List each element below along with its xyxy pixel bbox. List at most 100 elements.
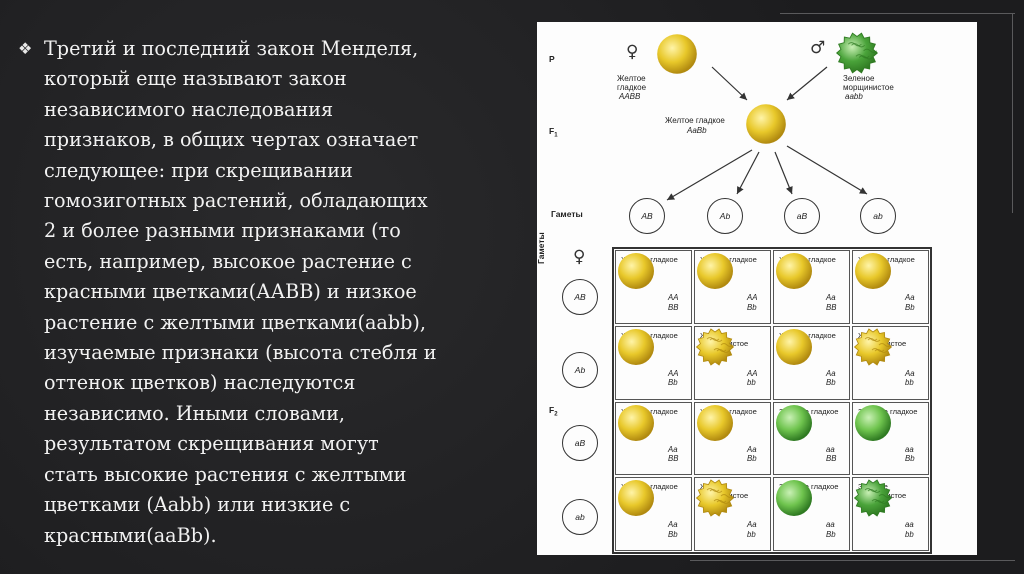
pea-green-smooth-icon bbox=[776, 404, 812, 441]
text-line: цветками (Aabb) или низкие с bbox=[44, 493, 351, 517]
punnett-cell: Желтое морщинистоеAabb bbox=[694, 477, 771, 551]
male-symbol-icon: ♂ bbox=[810, 38, 826, 58]
generation-p-label: P bbox=[549, 54, 555, 64]
text-line: независимого наследования bbox=[44, 97, 334, 121]
female-gamete-circle: AB bbox=[562, 279, 598, 315]
pea-yellow-smooth-icon bbox=[697, 253, 733, 289]
decorative-line-right bbox=[1012, 13, 1013, 213]
pea-yellow-smooth-icon bbox=[855, 253, 891, 289]
body-text: ❖ Третий и последний закон Менделя, котор… bbox=[18, 34, 512, 551]
arrow-f1-to-aB bbox=[774, 151, 793, 195]
gametes-label: Гаметы bbox=[551, 209, 583, 219]
parent-male-name: Зеленое морщинистое bbox=[843, 74, 894, 92]
pea-yellow-smooth-icon bbox=[618, 404, 654, 441]
male-gamete-circle: aB bbox=[784, 198, 820, 234]
figure-arrows bbox=[666, 66, 868, 201]
text-line: следующее: при скрещивании bbox=[44, 158, 353, 182]
female-gamete-circle: aB bbox=[562, 425, 598, 461]
male-gamete-circle: AB bbox=[629, 198, 665, 234]
parent-male-genotype: aabb bbox=[845, 92, 863, 101]
text-line: красными(aaBb). bbox=[44, 523, 217, 547]
arrow-male-to-f1 bbox=[786, 66, 828, 101]
text-line: гомозиготных растений, обладающих bbox=[44, 189, 428, 213]
pea-yellow-smooth-icon bbox=[618, 253, 654, 289]
text-line: результатом скрещивания могут bbox=[44, 432, 379, 456]
pea-yellow-wrinkled-icon bbox=[695, 328, 735, 366]
text-line: Третий и последний закон Менделя, bbox=[44, 37, 419, 60]
male-gamete-circle: Ab bbox=[707, 198, 743, 234]
gametes-vertical-label: Гаметы bbox=[536, 232, 546, 264]
arrow-f1-to-AB bbox=[666, 149, 753, 201]
pea-green-smooth-icon bbox=[776, 480, 812, 517]
paragraph: Третий и последний закон Менделя, который… bbox=[22, 34, 512, 551]
diamond-bullet-icon: ❖ bbox=[18, 39, 33, 58]
arrow-female-to-f1 bbox=[711, 66, 748, 101]
text-line: который еще называют закон bbox=[44, 67, 347, 91]
male-gamete-circle: ab bbox=[860, 198, 896, 234]
phenotype-label: Зеленое гладкое bbox=[779, 406, 839, 416]
text-line: 2 и более разными признаками (то bbox=[44, 219, 401, 243]
decorative-line-bottom bbox=[690, 560, 1015, 561]
decorative-line-top bbox=[780, 13, 1015, 14]
phenotype-label: Зеленое гладкое bbox=[858, 406, 918, 416]
female-gamete-circle: Ab bbox=[562, 352, 598, 388]
parent-female-genotype: AABB bbox=[619, 92, 641, 101]
text-line: изучаемые признаки (высота стебля и bbox=[44, 341, 437, 365]
arrow-f1-to-ab bbox=[786, 145, 868, 195]
female-gametes-symbol-icon: ♀ bbox=[573, 247, 586, 267]
pea-green-wrinkled-icon bbox=[853, 479, 893, 517]
parent-female-pea bbox=[657, 34, 697, 74]
text-line: стать высокие растения с желтыми bbox=[44, 462, 407, 486]
pea-yellow-smooth-icon bbox=[776, 253, 812, 289]
text-line: есть, например, высокое растение с bbox=[44, 249, 412, 273]
pea-yellow-smooth-icon bbox=[618, 480, 654, 517]
mendel-dihybrid-figure: P F1 F2 ♀ ♂ ♀ Желтое гладкое AABB Зелено… bbox=[536, 22, 977, 555]
f1-pea bbox=[746, 104, 786, 144]
f1-name: Желтое гладкое bbox=[665, 116, 725, 125]
pea-yellow-wrinkled-icon bbox=[853, 328, 893, 366]
generation-f1-label: F1 bbox=[549, 126, 558, 139]
parent-male-pea bbox=[835, 32, 879, 74]
parent-female-name: Желтое гладкое bbox=[617, 74, 647, 92]
pea-yellow-wrinkled-icon bbox=[695, 479, 735, 517]
pea-yellow-smooth-icon bbox=[776, 328, 812, 365]
pea-green-smooth-icon bbox=[855, 404, 891, 441]
text-line: растение с желтыми цветками(aabb), bbox=[44, 310, 426, 334]
punnett-cell: Желтое морщинистоеAAbb bbox=[694, 325, 771, 400]
text-line: признаков, в общих чертах означает bbox=[44, 128, 419, 152]
generation-f2-label: F2 bbox=[549, 405, 558, 418]
phenotype-label: Зеленое гладкое bbox=[779, 482, 839, 492]
punnett-cell: Желтое морщинистоеAabb bbox=[852, 325, 929, 400]
text-line: независимо. Иными словами, bbox=[44, 401, 345, 425]
female-symbol-icon: ♀ bbox=[626, 42, 639, 62]
arrow-f1-to-Ab bbox=[736, 151, 760, 195]
text-line: красными цветками(ААВВ) и низкое bbox=[44, 280, 417, 304]
